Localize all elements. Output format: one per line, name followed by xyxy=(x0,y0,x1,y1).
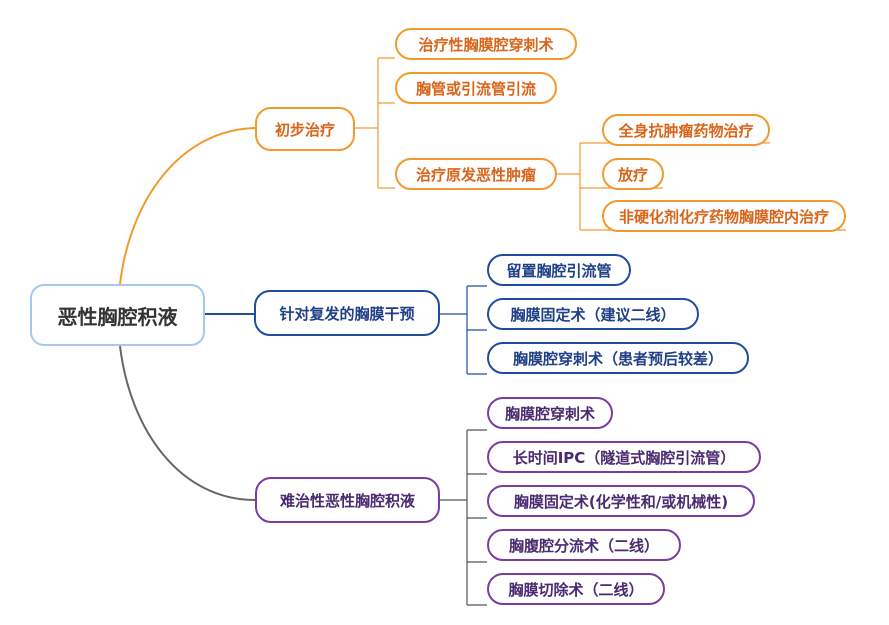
node-pleuroperitoneal-shunt[interactable]: 胸腹腔分流术（二线） xyxy=(487,529,681,561)
branch-initial-treatment[interactable]: 初步治疗 xyxy=(255,107,355,151)
branch-refractory-effusion[interactable]: 难治性恶性胸腔积液 xyxy=(255,477,440,523)
node-chest-tube-drainage[interactable]: 胸管或引流管引流 xyxy=(395,72,557,104)
branch-recurrence-intervention[interactable]: 针对复发的胸膜干预 xyxy=(254,290,440,336)
node-long-term-ipc[interactable]: 长时间IPC（隧道式胸腔引流管） xyxy=(487,441,761,473)
node-pleurodesis-chemical-mechanical[interactable]: 胸膜固定术(化学性和/或机械性) xyxy=(487,485,755,517)
node-treat-primary-tumor[interactable]: 治疗原发恶性肿瘤 xyxy=(395,158,557,190)
node-thoracentesis[interactable]: 胸膜腔穿刺术 xyxy=(487,397,613,429)
node-systemic-therapy[interactable]: 全身抗肿瘤药物治疗 xyxy=(602,114,770,146)
node-pleurodesis-second-line[interactable]: 胸膜固定术（建议二线） xyxy=(487,298,699,330)
root-node[interactable]: 恶性胸腔积液 xyxy=(30,284,205,346)
node-intrapleural-chemo[interactable]: 非硬化剂化疗药物胸膜腔内治疗 xyxy=(602,200,846,232)
node-therapeutic-thoracentesis[interactable]: 治疗性胸膜腔穿刺术 xyxy=(395,28,577,60)
node-thoracentesis-poor-prognosis[interactable]: 胸膜腔穿刺术（患者预后较差） xyxy=(487,342,749,374)
node-pleurectomy[interactable]: 胸膜切除术（二线） xyxy=(487,573,665,605)
node-radiotherapy[interactable]: 放疗 xyxy=(602,158,664,190)
node-indwelling-catheter[interactable]: 留置胸腔引流管 xyxy=(487,254,631,286)
